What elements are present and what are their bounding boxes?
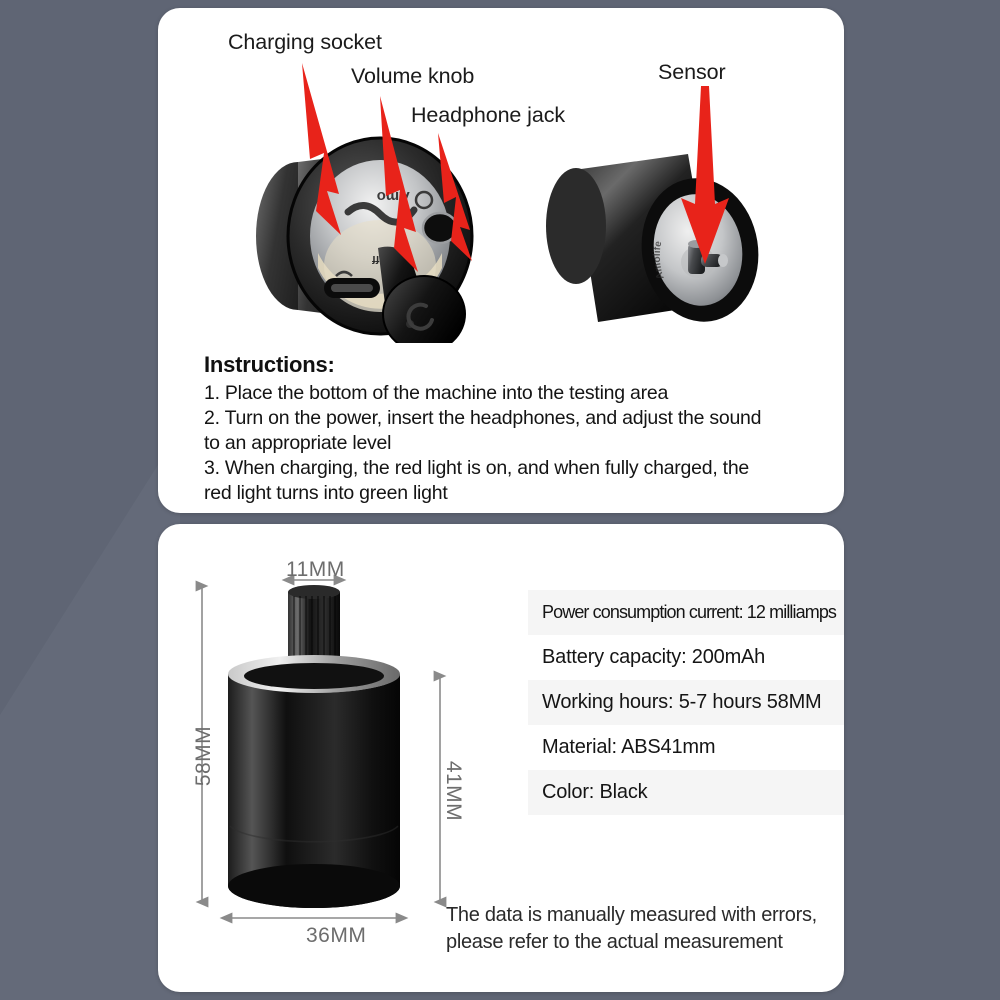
charging-socket-arrow xyxy=(302,63,341,235)
background-diagonal-wedge xyxy=(0,430,180,1000)
instruction-step: 3. When charging, the red light is on, a… xyxy=(204,456,750,479)
disclaimer-line: please refer to the actual measurement xyxy=(446,930,783,953)
sensor-arrow xyxy=(681,86,729,264)
product-dimension-diagram: 11MM 58MM 41MM 36MM xyxy=(178,534,508,984)
instructions-block: Instructions: 1. Place the bottom of the… xyxy=(204,352,814,506)
callout-label-volume-knob: Volume knob xyxy=(351,64,475,88)
callout-label-charging-socket: Charging socket xyxy=(228,30,382,54)
specification-list: Power consumption current: 12 milliamps … xyxy=(528,590,844,815)
callout-label-headphone-jack: Headphone jack xyxy=(411,103,565,127)
measurement-disclaimer: The data is manually measured with error… xyxy=(446,902,836,956)
instructions-heading: Instructions: xyxy=(204,352,335,377)
callout-label-sensor: Sensor xyxy=(658,60,726,84)
product-callout-card: Amo Off xyxy=(158,8,844,513)
volume-knob-arrow xyxy=(380,96,418,272)
instruction-step-continued: to an appropriate level xyxy=(204,431,392,454)
instruction-step-continued: red light turns into green light xyxy=(204,481,448,504)
product-specification-card: 11MM 58MM 41MM 36MM Power consumption cu… xyxy=(158,524,844,992)
disclaimer-line: The data is manually measured with error… xyxy=(446,904,817,926)
spec-row: Color: Black xyxy=(528,770,844,815)
instruction-step: 2. Turn on the power, insert the headpho… xyxy=(204,406,762,429)
dimension-label-total-height: 58MM xyxy=(192,725,216,787)
dimension-label-knob-width: 11MM xyxy=(286,558,345,581)
spec-row: Material: ABS41mm xyxy=(528,725,844,770)
svg-text:Amolife: Amolife xyxy=(652,240,667,281)
dimension-label-body-diameter: 36MM xyxy=(306,924,367,947)
headphone-jack-arrow xyxy=(438,133,472,261)
spec-row: Working hours: 5-7 hours 58MM xyxy=(528,680,844,725)
instruction-step: 1. Place the bottom of the machine into … xyxy=(204,382,669,404)
device-sensor-end-photo: Amolife xyxy=(538,126,798,341)
dimension-label-body-height: 41MM xyxy=(442,760,466,822)
spec-row: Battery capacity: 200mAh xyxy=(528,635,844,680)
spec-row: Power consumption current: 12 milliamps xyxy=(528,590,844,635)
